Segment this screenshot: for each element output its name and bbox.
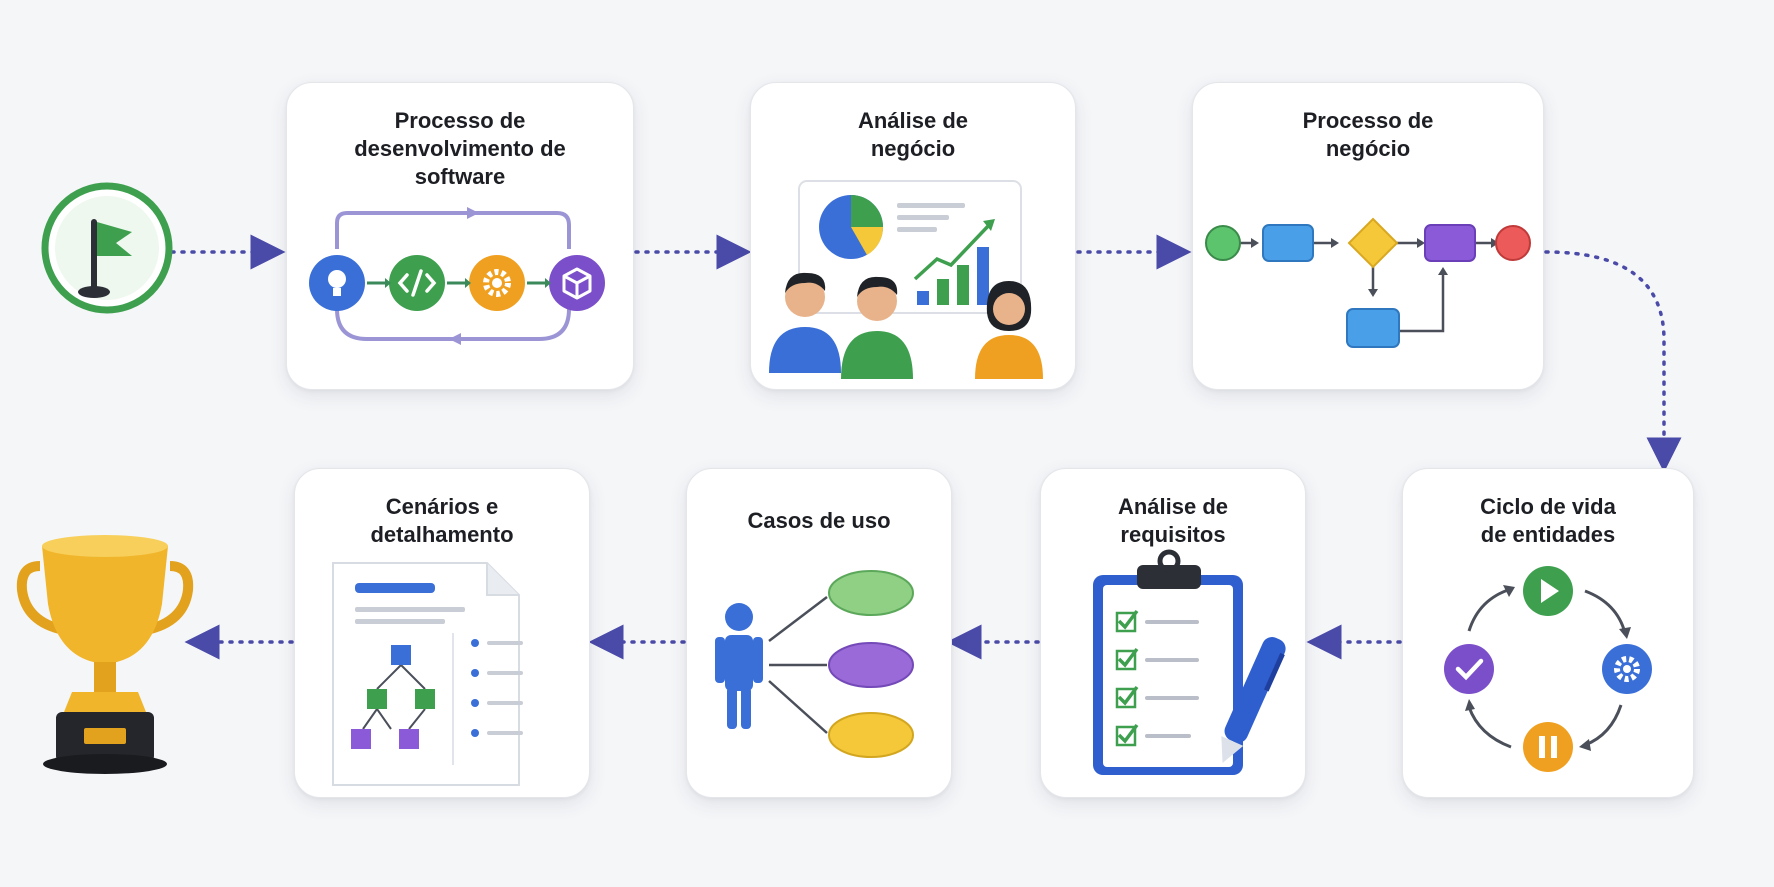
step-card-casos-uso: Casos de uso xyxy=(686,468,952,798)
step-card-ciclo-vida: Ciclo de vida de entidades xyxy=(1402,468,1694,798)
play-icon xyxy=(1523,566,1573,616)
step-title: Processo de negócio xyxy=(1302,108,1434,161)
step-title: Análise de requisitos xyxy=(1117,494,1229,547)
task-icon xyxy=(1346,308,1400,348)
gear-icon xyxy=(469,255,525,311)
cube-icon xyxy=(549,255,605,311)
business-analysis-illustration xyxy=(769,180,1043,379)
requirements-illustration xyxy=(1093,549,1286,775)
step-title: Casos de uso xyxy=(747,508,891,533)
step-card-processo-negocio: Processo de negócio xyxy=(1192,82,1544,390)
check-icon xyxy=(1444,644,1494,694)
step-card-cenarios: Cenários e detalhamento xyxy=(294,468,590,798)
bullet-list-icon xyxy=(471,639,523,737)
checkbox-icon xyxy=(1115,609,1139,747)
actor-icon xyxy=(715,603,763,729)
step-title: Ciclo de vida de entidades xyxy=(1480,494,1616,547)
step-card-analise-requisitos: Análise de requisitos xyxy=(1040,468,1306,798)
use-case-ellipse-icon xyxy=(828,712,914,758)
growth-chart-icon xyxy=(913,219,995,305)
step-card-analise-negocio: Análise de negócio xyxy=(750,82,1076,390)
pause-icon xyxy=(1523,722,1573,772)
lightbulb-icon xyxy=(309,255,365,311)
use-case-ellipse-icon xyxy=(828,642,914,688)
step-card-processo-desenvolvimento: Processo de desenvolvimento de software xyxy=(286,82,634,390)
use-case-ellipse-icon xyxy=(828,570,914,616)
step-title: Análise de negócio xyxy=(857,108,969,161)
code-icon xyxy=(389,255,445,311)
people-icon xyxy=(769,272,1043,379)
step-title: Processo de desenvolvimento de software xyxy=(354,108,566,189)
step-title: Cenários e detalhamento xyxy=(370,494,514,547)
task-icon xyxy=(1424,224,1476,262)
tree-diagram-icon xyxy=(351,645,435,749)
document-icon xyxy=(332,562,520,786)
end-node-icon xyxy=(1495,225,1531,261)
task-icon xyxy=(1262,224,1314,262)
gear-icon xyxy=(1602,644,1652,694)
bpmn-illustration xyxy=(1205,217,1531,348)
dev-cycle-illustration xyxy=(309,207,605,345)
lifecycle-illustration xyxy=(1444,566,1652,772)
use-case-illustration xyxy=(715,570,914,758)
scenarios-illustration xyxy=(332,562,523,786)
pie-chart-icon xyxy=(819,195,884,259)
start-node-icon xyxy=(1205,225,1241,261)
pen-icon xyxy=(1221,637,1286,763)
decision-icon xyxy=(1347,217,1399,269)
